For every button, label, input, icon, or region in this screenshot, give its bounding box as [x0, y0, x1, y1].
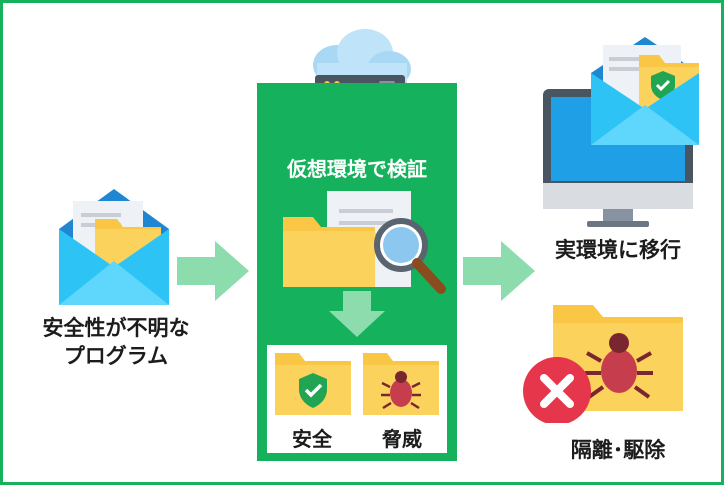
envelope-folder-icon	[59, 189, 169, 305]
sandbox-title: 仮想環境で検証	[287, 157, 427, 181]
result-safe-label: 安全	[292, 427, 332, 451]
folder-magnifier-icon	[283, 191, 446, 294]
monitor-envelope-icon	[543, 37, 699, 227]
arrow-right-icon	[463, 241, 535, 301]
source-label-line2: プログラム	[63, 344, 169, 368]
quarantine-icon	[523, 305, 683, 423]
sandbox-panel: 仮想環境で検証	[257, 83, 457, 461]
bug-folder-icon	[363, 353, 439, 415]
arrow-down-icon	[329, 291, 385, 337]
result-threat-label: 脅威	[382, 427, 422, 451]
source-label-line1: 安全性が不明な	[42, 316, 190, 340]
shield-folder-icon	[275, 353, 351, 415]
production-label: 実環境に移行	[555, 238, 681, 262]
arrow-right-icon	[177, 241, 249, 301]
result-box: 安全 脅威	[267, 345, 447, 453]
quarantine-label: 隔離･駆除	[570, 438, 666, 462]
